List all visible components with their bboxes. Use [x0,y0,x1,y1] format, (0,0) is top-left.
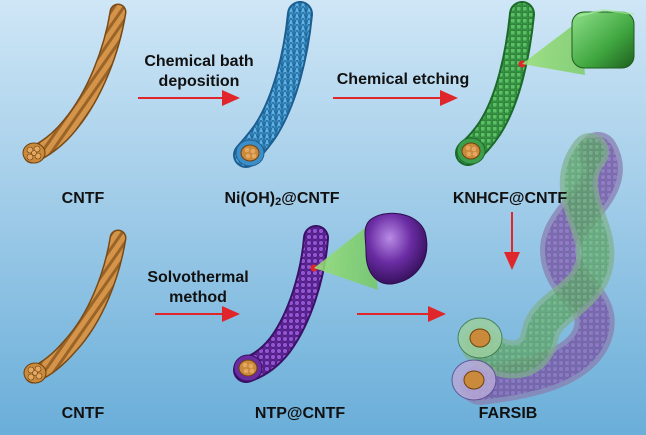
ntp-sphere-zoom [314,212,428,290]
step-chemical-bath-line1: Chemical bath [144,53,254,70]
step-solvothermal-line1: Solvothermal [147,269,249,286]
label-farsib: FARSIB [478,405,538,422]
nioh2-fiber [233,1,313,168]
cntf-fiber-bottom [23,229,127,384]
ntp-fiber [233,225,329,383]
step-chemical-bath-label: Chemical bath deposition [134,52,264,92]
cube-particle [571,11,635,69]
label-ntp-cntf: NTP@CNTF [254,405,346,422]
label-nioh2-suffix: @CNTF [281,190,340,207]
cntf-fiber-top [22,3,127,164]
step-solvothermal-line2: method [169,289,227,306]
farsib-twisted-fibers [451,132,623,405]
label-knhcf-cntf: KNHCF@CNTF [452,190,568,207]
label-nioh2-prefix: Ni(OH) [224,190,276,207]
label-nioh2-subscript: 2 [275,196,282,208]
knhcf-cube-zoom [522,8,635,75]
step-chemical-etching-label: Chemical etching [336,71,470,88]
knhcf-fiber [455,1,535,166]
sphere-particle [364,212,428,285]
step-chemical-bath-line2: deposition [158,73,240,90]
label-cntf-bottom: CNTF [61,405,105,422]
step-solvothermal-label: Solvothermal method [138,268,258,308]
label-nioh2-cntf: Ni(OH)2@CNTF [224,190,339,208]
label-cntf-top: CNTF [61,190,105,207]
